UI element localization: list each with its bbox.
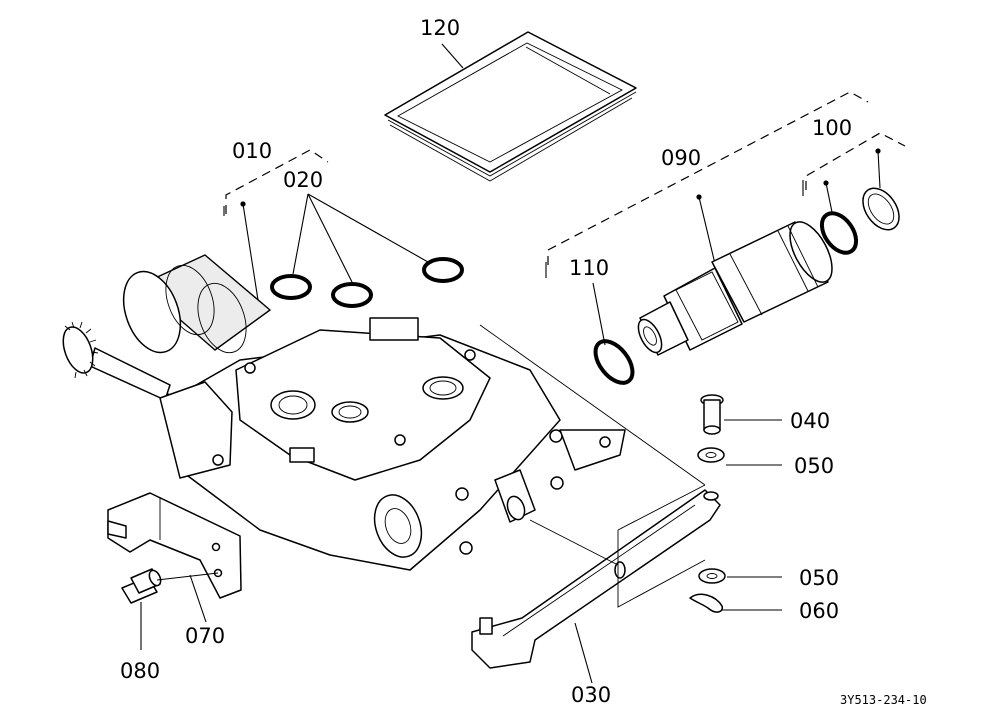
callout-050-bottom: 050 bbox=[799, 566, 839, 590]
callout-090: 090 bbox=[661, 146, 701, 170]
callout-070: 070 bbox=[185, 624, 225, 648]
part-040-pin bbox=[700, 394, 782, 435]
part-050-washers bbox=[697, 447, 782, 584]
bracket-090 bbox=[545, 91, 869, 278]
part-080-bolt bbox=[121, 568, 219, 650]
callout-020: 020 bbox=[283, 168, 323, 192]
part-070-bracket bbox=[107, 492, 242, 623]
part-030-lever bbox=[471, 324, 721, 684]
callout-040: 040 bbox=[790, 409, 830, 433]
callout-120: 120 bbox=[420, 16, 460, 40]
callout-060: 060 bbox=[799, 599, 839, 623]
part-020-orings bbox=[270, 193, 464, 308]
part-060-snap-pin bbox=[689, 593, 782, 613]
callout-010: 010 bbox=[232, 139, 272, 163]
part-010-valve-body bbox=[62, 254, 626, 571]
part-100-seals bbox=[819, 187, 900, 255]
callout-100: 100 bbox=[812, 116, 852, 140]
bracket-010 bbox=[223, 149, 329, 301]
part-110-oring bbox=[592, 282, 635, 385]
callout-110: 110 bbox=[569, 256, 609, 280]
callout-030: 030 bbox=[571, 683, 611, 707]
part-090-cartridge bbox=[637, 221, 833, 356]
callout-080: 080 bbox=[120, 659, 160, 683]
callout-050-top: 050 bbox=[794, 454, 834, 478]
part-120-manual bbox=[384, 31, 637, 182]
bracket-100 bbox=[802, 132, 906, 213]
drawing-number: 3Y513-234-10 bbox=[840, 693, 927, 707]
